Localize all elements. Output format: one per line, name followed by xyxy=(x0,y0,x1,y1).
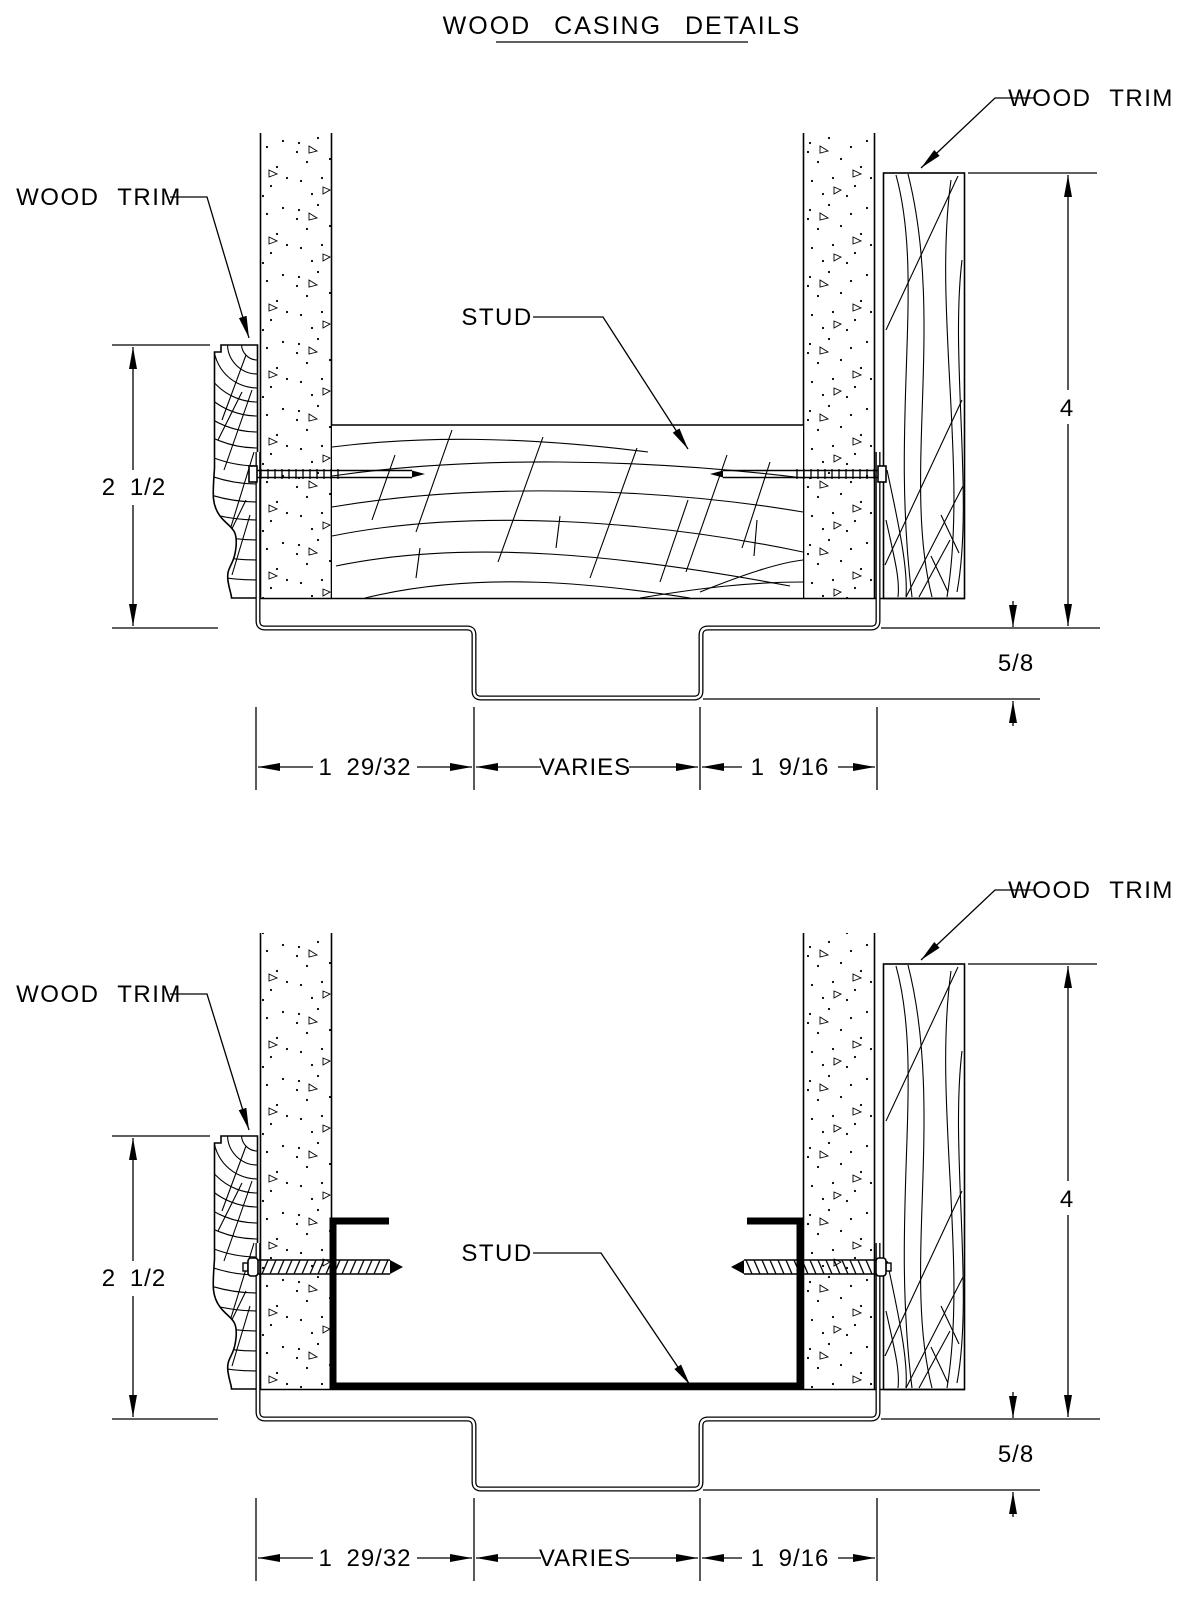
dim-text: 5/8 xyxy=(998,1441,1034,1468)
dim-text: VARIES xyxy=(539,1545,631,1572)
stud-label: STUD xyxy=(461,304,532,331)
wall-right xyxy=(802,933,876,1389)
wall-left xyxy=(259,933,333,1389)
stud-label: STUD xyxy=(461,1240,532,1267)
detail-bottom-metal-stud: WOOD TRIM WOOD TRIM STUD 2 1/2 4 xyxy=(2,877,1174,1581)
wood-trim-label: WOOD TRIM xyxy=(1008,85,1174,112)
dim-text: 2 1/2 xyxy=(102,1265,166,1292)
dim-text: 2 1/2 xyxy=(102,474,166,501)
leader-stud: STUD xyxy=(461,304,689,450)
leader-wood-trim-right: WOOD TRIM xyxy=(920,877,1174,961)
wood-trim-label: WOOD TRIM xyxy=(16,184,182,211)
wood-stud-section xyxy=(332,424,803,598)
wall-left xyxy=(259,133,333,598)
dim-trim-width: 4 xyxy=(968,963,1097,1417)
dim-text: 1 29/32 xyxy=(318,754,411,781)
dim-text: 1 29/32 xyxy=(318,1545,411,1572)
detail-top-wood-stud: WOOD TRIM WOOD TRIM STUD 2 1/2 4 xyxy=(2,85,1174,790)
dim-trim-width: 4 xyxy=(968,172,1097,626)
wood-trim-label: WOOD TRIM xyxy=(16,981,182,1008)
metal-casing-profile xyxy=(255,452,881,701)
dim-text: VARIES xyxy=(539,754,631,781)
leader-wood-trim-right: WOOD TRIM xyxy=(920,85,1174,169)
leader-wood-trim-left: WOOD TRIM xyxy=(16,981,250,1131)
dim-reveal: 5/8 xyxy=(703,601,1100,726)
dim-reveal: 5/8 xyxy=(703,1392,1100,1517)
dim-text: 5/8 xyxy=(998,650,1034,677)
dim-text: 4 xyxy=(1060,1186,1074,1213)
dim-trim-height: 2 1/2 xyxy=(102,1135,218,1420)
wood-trim-label: WOOD TRIM xyxy=(1008,877,1174,904)
leader-stud: STUD xyxy=(461,1240,691,1386)
wall-right xyxy=(802,133,876,598)
leader-wood-trim-left: WOOD TRIM xyxy=(16,184,250,339)
dim-row-bottom: 1 29/32 VARIES 1 9/16 xyxy=(255,1498,878,1581)
drawing-title-block: WOOD CASING DETAILS xyxy=(443,12,802,43)
dim-trim-height: 2 1/2 xyxy=(102,344,218,629)
dim-text: 1 9/16 xyxy=(751,754,830,781)
dim-text: 1 9/16 xyxy=(751,1545,830,1572)
drawing-title: WOOD CASING DETAILS xyxy=(443,12,802,40)
metal-stud-channel xyxy=(329,1217,804,1390)
metal-casing-profile xyxy=(255,1243,881,1492)
dim-row-bottom: 1 29/32 VARIES 1 9/16 xyxy=(255,707,878,790)
dim-text: 4 xyxy=(1060,395,1074,422)
